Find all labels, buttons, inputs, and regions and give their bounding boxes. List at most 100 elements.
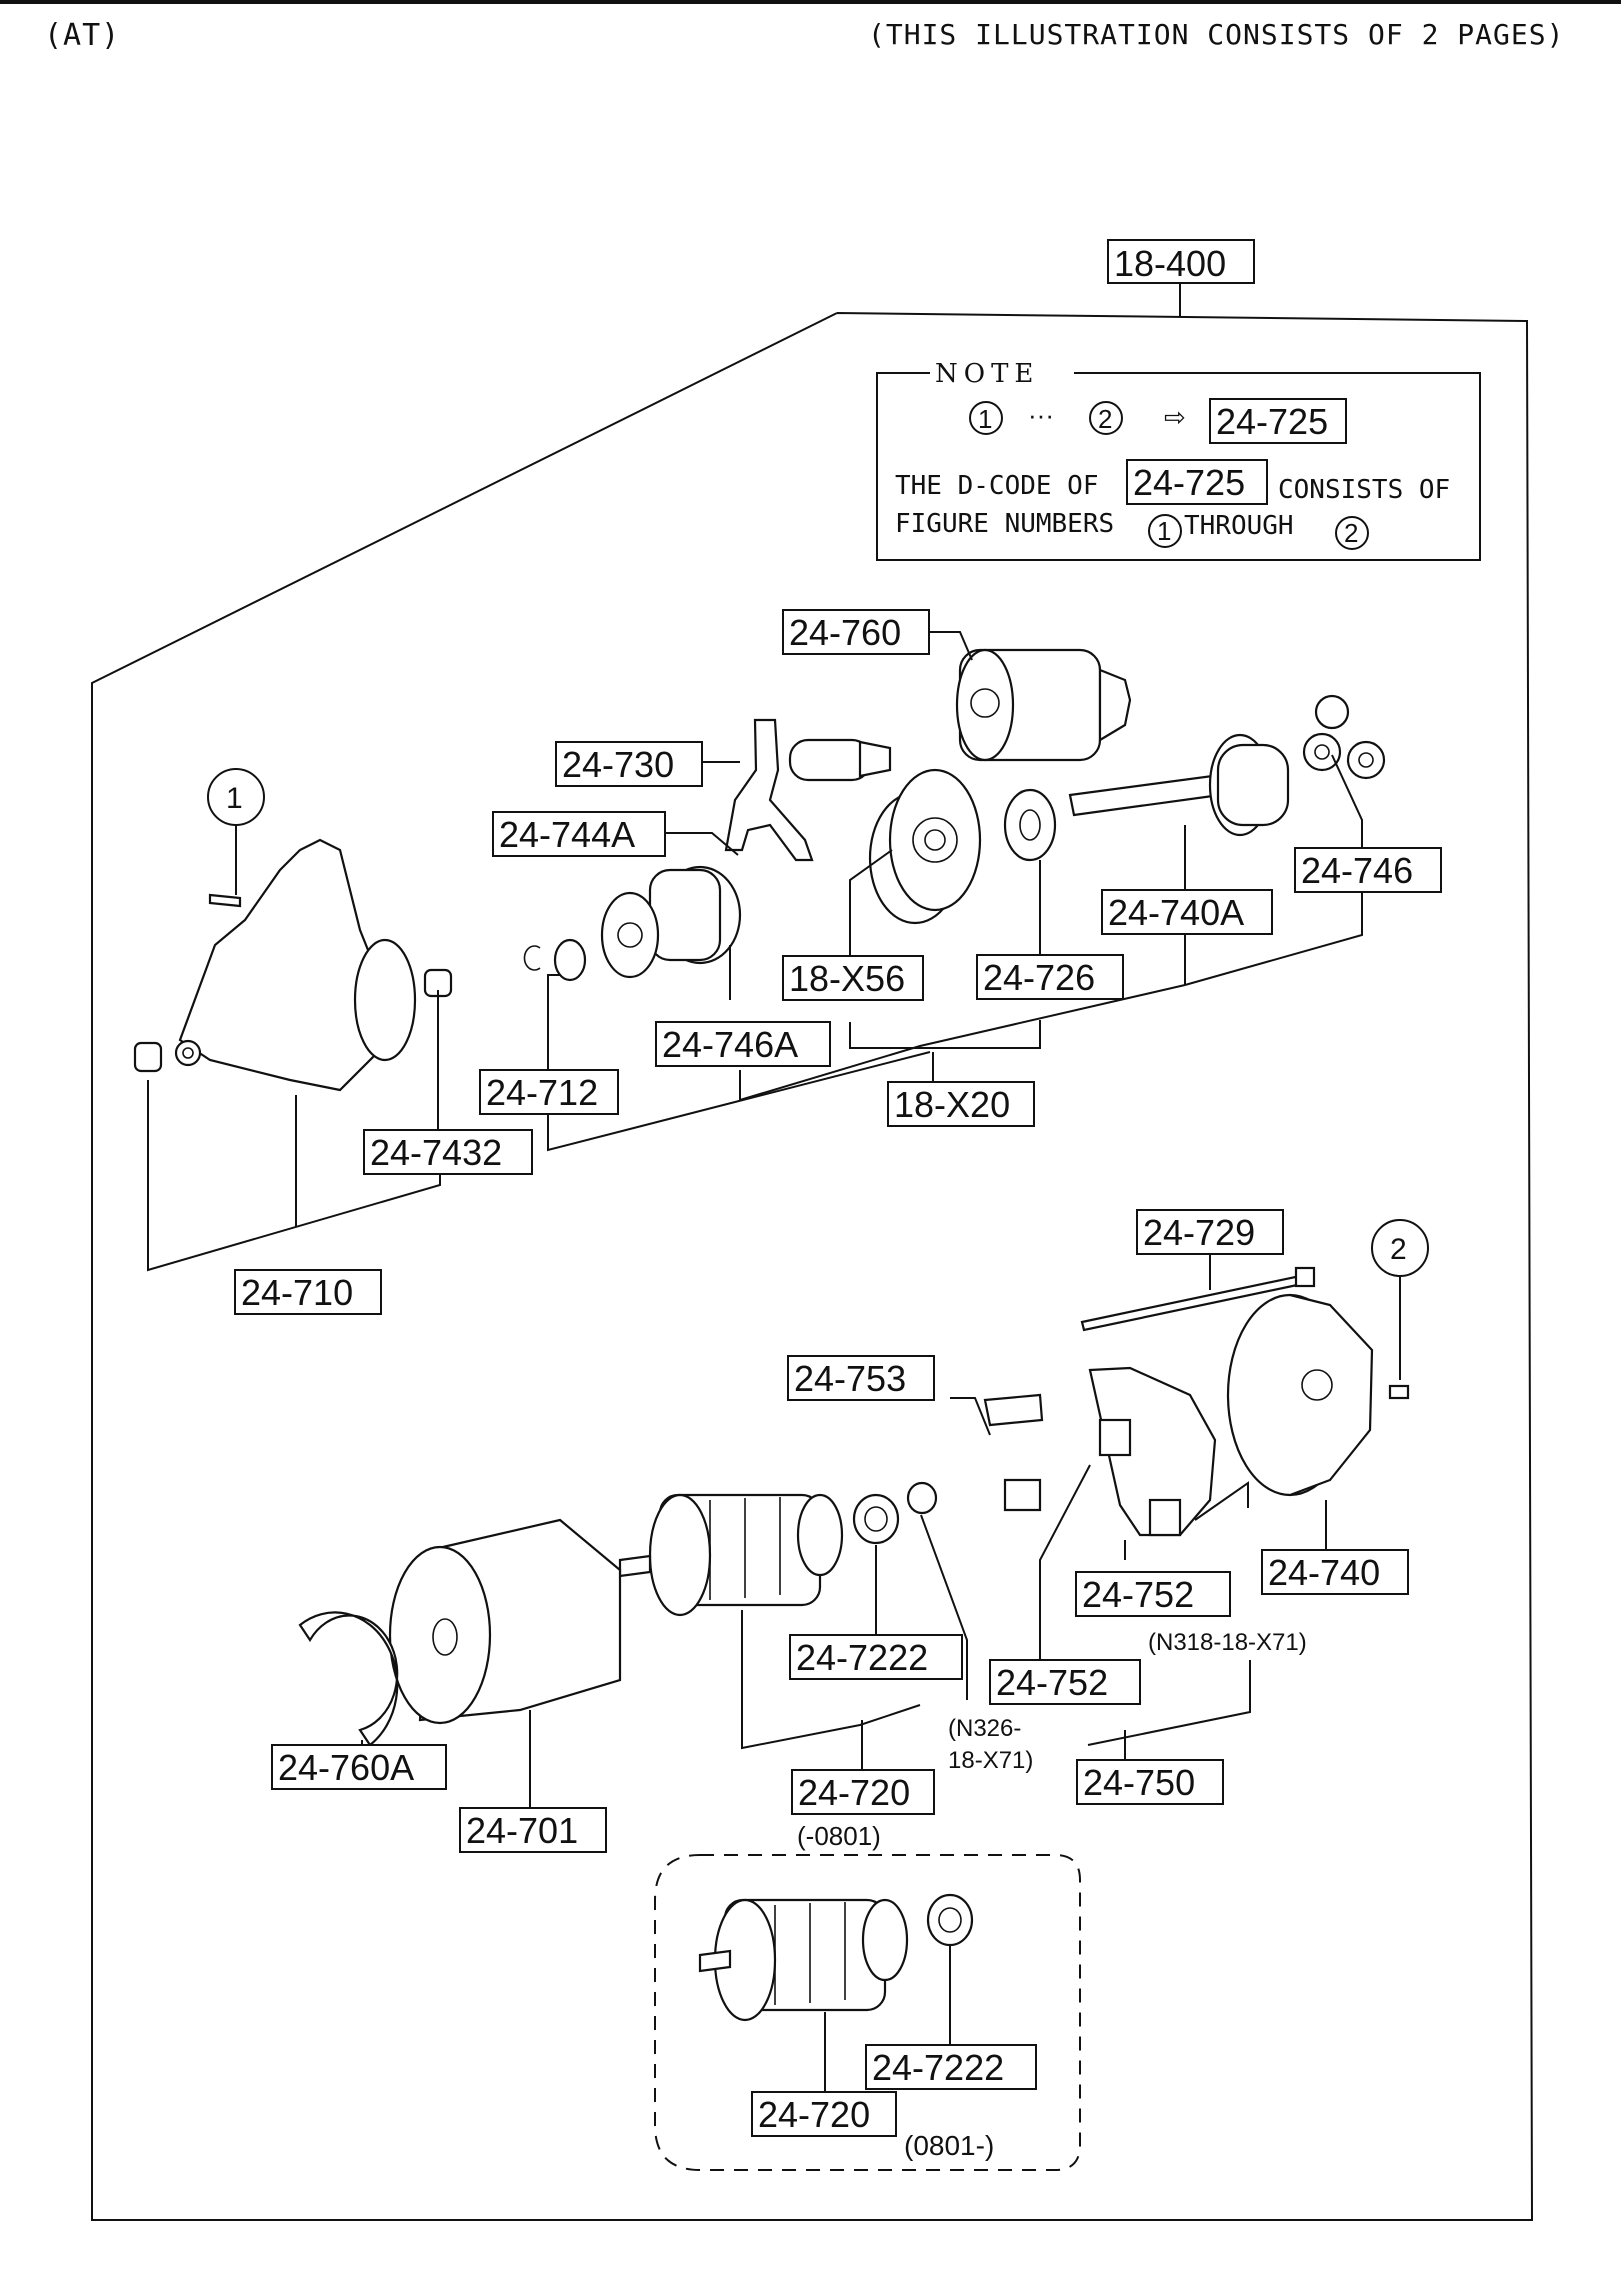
note-line1-code: 24-725 [1126,459,1268,505]
label-24-730: 24-730 [555,741,703,787]
label-24-752-a-note: (N318-18-X71) [1148,1629,1307,1656]
svg-text:24-730: 24-730 [562,744,674,785]
note-line2-mid: THROUGH [1184,511,1294,541]
label-18-X20: 18-X20 [887,1081,1035,1127]
label-24-760A: 24-760A [271,1744,447,1790]
svg-text:2: 2 [1390,1233,1407,1266]
stop-ring-drawing [523,938,587,982]
label-24-7222-b: 24-7222 [865,2044,1037,2090]
through-bolt-drawing [1080,1266,1316,1332]
bearing-drawing [852,1493,900,1545]
svg-text:1: 1 [226,782,243,815]
brush-holder-drawing [1088,1366,1217,1537]
svg-text:24-760: 24-760 [789,612,901,653]
note-fig-b-circle [1335,516,1369,550]
svg-text:24-725: 24-725 [1133,462,1245,503]
label-24-744A: 24-744A [492,811,666,857]
svg-text:24-726: 24-726 [983,957,1095,998]
svg-text:18-X56: 18-X56 [789,958,905,999]
label-24-712: 24-712 [479,1069,619,1115]
label-18-400: 18-400 [1107,239,1255,284]
shift-lever-drawing [724,718,892,862]
label-24-720-note: (-0801) [797,1821,881,1851]
label-24-752-b-note-1: (N326- [948,1715,1021,1742]
svg-text:24-740: 24-740 [1268,1552,1380,1593]
label-24-720-b: 24-720 [751,2091,897,2137]
note-target-label: 24-725 [1209,398,1347,444]
svg-text:24-725: 24-725 [1216,401,1328,442]
note-range-to: 2 [1098,404,1112,434]
svg-text:24-750: 24-750 [1083,1762,1195,1803]
label-24-752-b-note-2: 18-X71) [948,1747,1033,1774]
yoke-drawing [388,1518,622,1725]
svg-text:24-752: 24-752 [1082,1574,1194,1615]
top-rule [0,0,1621,4]
washer-726-drawing [1003,788,1057,862]
svg-text:24-746A: 24-746A [662,1024,798,1065]
brush-drawing [983,1393,1044,1512]
svg-text:24-753: 24-753 [794,1358,906,1399]
armature-washer-drawing [906,1481,938,1515]
svg-text:24-712: 24-712 [486,1072,598,1113]
note-line1-pre: THE D-CODE OF [895,471,1099,501]
svg-text:18-X20: 18-X20 [894,1084,1010,1125]
note-fig-a-circle [1148,514,1182,548]
bushing-small-drawing [133,1041,163,1073]
label-24-710: 24-710 [234,1269,382,1315]
svg-text:24-7222: 24-7222 [796,1637,928,1678]
label-24-740A: 24-740A [1101,889,1273,935]
note-circle-1 [969,401,1003,435]
note-line2-pre: FIGURE NUMBERS [895,509,1114,539]
callout-2: 2 [1371,1219,1429,1290]
svg-text:24-720: 24-720 [758,2094,870,2135]
alternate-armature-box [654,1854,1081,2171]
label-24-752-a: 24-752 [1075,1571,1231,1617]
rear-cover-drawing [1226,1293,1374,1497]
planet-gears-drawing [1302,694,1386,780]
note-arrow: ⇨ [1164,402,1186,432]
bolt-1-drawing [208,893,242,908]
label-24-720-b-note: (0801-) [904,2130,994,2161]
solenoid-drawing [955,648,1132,762]
pinion-drawing [600,865,742,979]
svg-text:24-740A: 24-740A [1108,892,1244,933]
svg-text:24-710: 24-710 [241,1272,353,1313]
svg-text:24-7222: 24-7222 [872,2047,1004,2088]
note-circle-2 [1089,401,1123,435]
svg-text:18-400: 18-400 [1114,243,1226,284]
label-24-720: 24-720 [791,1769,935,1815]
label-24-752-b: 24-752 [989,1659,1141,1705]
alt-bearing-drawing [926,1893,974,1947]
screw-2-drawing [1388,1384,1410,1400]
label-24-729: 24-729 [1136,1209,1284,1255]
alt-armature-drawing [698,1898,909,2022]
armature-drawing [618,1493,844,1617]
retaining-clip-drawing [298,1611,399,1747]
label-24-740: 24-740 [1261,1549,1409,1595]
label-18-X56: 18-X56 [782,955,924,1001]
label-24-753: 24-753 [787,1355,935,1401]
assembly-boundary [91,312,1534,2221]
svg-text:24-746: 24-746 [1301,850,1413,891]
note-box: NOTE 1 ··· 2 ⇨ 24-725 THE D-CODE OF 24-7… [876,359,1481,561]
front-housing-drawing [174,838,417,1092]
label-24-750: 24-750 [1076,1759,1224,1805]
label-24-760: 24-760 [782,609,930,655]
label-24-726: 24-726 [976,954,1124,1000]
shaft-drawing [1068,733,1290,837]
svg-text:24-752: 24-752 [996,1662,1108,1703]
note-line1-post: CONSISTS OF [1278,475,1450,505]
note-title: NOTE [935,359,1039,389]
label-24-7222: 24-7222 [789,1634,963,1680]
svg-text:24-744A: 24-744A [499,814,635,855]
note-ellipsis: ··· [1028,400,1054,430]
svg-text:24-729: 24-729 [1143,1212,1255,1253]
note-range-from: 1 [978,404,992,434]
note-fig-b: 2 [1344,518,1358,548]
callout-1: 1 [207,768,265,855]
label-24-7432: 24-7432 [363,1129,533,1175]
leader-lines [147,631,1401,2092]
header-left: (AT) [44,18,121,53]
label-24-746: 24-746 [1294,847,1442,893]
